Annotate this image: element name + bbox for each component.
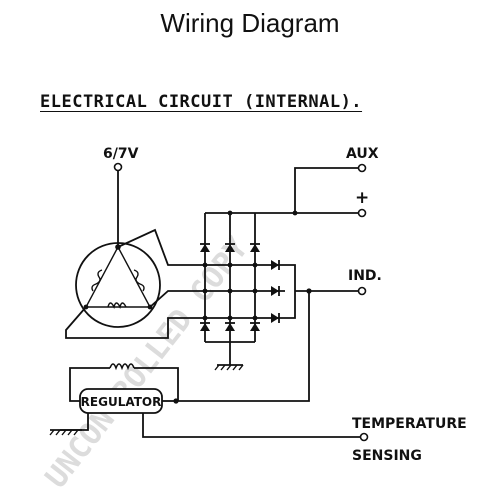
regulator-label: REGULATOR <box>81 395 162 409</box>
ind-terminal <box>357 286 367 296</box>
supply-terminal <box>113 162 123 250</box>
sensing-label: SENSING <box>352 448 422 464</box>
regulator-box <box>69 388 176 414</box>
temperature-sensing-terminal <box>359 432 369 442</box>
aux-label: AUX <box>346 146 379 162</box>
stator-winding <box>75 242 161 328</box>
plus-label: + <box>355 188 369 208</box>
ground-symbol-regulator <box>49 429 82 436</box>
ind-label: IND. <box>348 268 382 284</box>
aux-terminal <box>357 163 367 173</box>
circuit-heading: ELECTRICAL CIRCUIT (INTERNAL). <box>40 92 363 112</box>
ground-symbol-bridge <box>214 364 244 371</box>
rectifier-bridge <box>199 210 363 365</box>
page-title: Wiring Diagram <box>160 8 340 38</box>
watermark-text: UNCONTROLLED COPY <box>39 231 256 495</box>
positive-terminal <box>357 208 367 218</box>
supply-label: 6/7V <box>103 146 139 162</box>
temperature-label: TEMPERATURE <box>352 416 467 432</box>
